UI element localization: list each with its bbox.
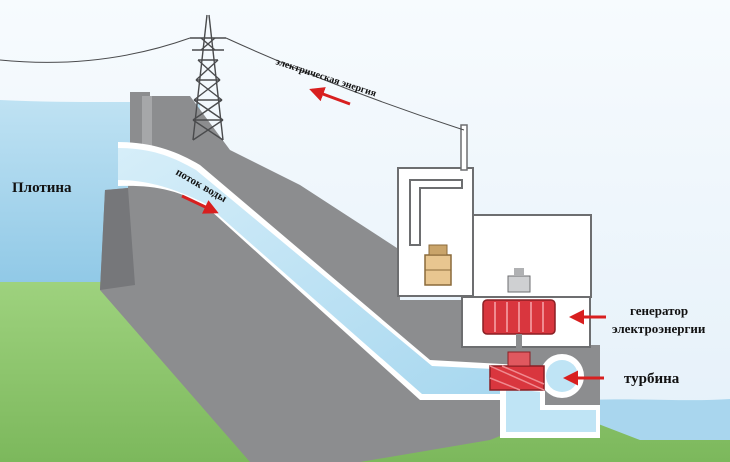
water-flow-arrow (181, 194, 219, 214)
outlet-water (506, 388, 596, 432)
transformer-icon (424, 244, 452, 286)
generator-building (472, 214, 592, 298)
turbine-label: турбина (624, 371, 680, 387)
tailwater (590, 399, 730, 445)
turbine-icon (489, 351, 545, 391)
power-line-left (0, 37, 191, 63)
generator-label-line2: электроэнергии (612, 321, 706, 336)
dam-shadow (100, 188, 135, 290)
dam-crest-pillar (142, 96, 152, 146)
turbine-scroll-water (546, 360, 578, 392)
generator-icon (482, 268, 556, 352)
dam-label: Плотина (12, 180, 72, 196)
generator-label-line1: генератор (630, 303, 688, 318)
building-antenna (460, 124, 468, 171)
transmission-tower-icon (190, 14, 226, 141)
power-line-right (225, 37, 465, 131)
electric-energy-arrow (309, 87, 351, 106)
crane-rail (409, 179, 463, 246)
